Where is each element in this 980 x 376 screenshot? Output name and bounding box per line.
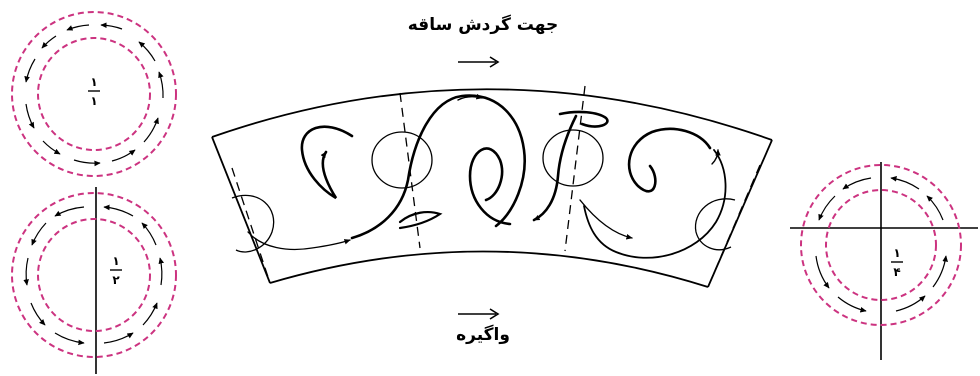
spinneret-label: واگیره [456,324,510,345]
fraction-denominator: ۲ [112,273,120,287]
circulation-arrows [815,176,948,313]
outer-dashed-ring [11,192,177,358]
fraction-denominator: ۴ [893,265,900,279]
cell-dividers [231,85,761,288]
flow-streamlines [247,93,727,259]
shaft-rotation-arrow-icon [458,56,500,68]
channel-top-wall [211,88,773,141]
circulation-arrows [24,22,164,167]
circle-one-over-four: ۱ ۴ [790,162,978,360]
spinneret-label-group: واگیره [456,308,510,345]
fraction-denominator: ۱ [90,94,97,108]
channel-left-wall [211,136,271,284]
outer-dashed-ring [800,164,962,326]
inner-dashed-ring [825,189,937,301]
fraction-numerator: ۱ [893,246,900,260]
circulation-arrows [23,204,165,346]
circle-one-over-two: ۱ ۲ [11,187,177,374]
channel-bottom-wall [269,250,709,288]
fraction-label-one-over-four: ۱ ۴ [891,246,903,279]
fraction-label-one-over-two: ۱ ۲ [110,254,122,287]
fraction-label-one-over-one: ۱ ۱ [88,75,100,108]
fraction-numerator: ۱ [112,254,119,268]
circle-one-over-one: ۱ ۱ [11,11,177,177]
shaft-rotation-label: جهت گردش ساقه [408,14,559,35]
fraction-numerator: ۱ [90,75,97,89]
shaft-rotation-label-group: جهت گردش ساقه [408,14,559,68]
channel-section [211,85,773,288]
vortex-circles [231,129,736,253]
spinneret-arrow-icon [458,308,500,320]
inner-dashed-ring [37,37,151,151]
inner-dashed-ring [37,218,151,332]
outer-dashed-ring [11,11,177,177]
